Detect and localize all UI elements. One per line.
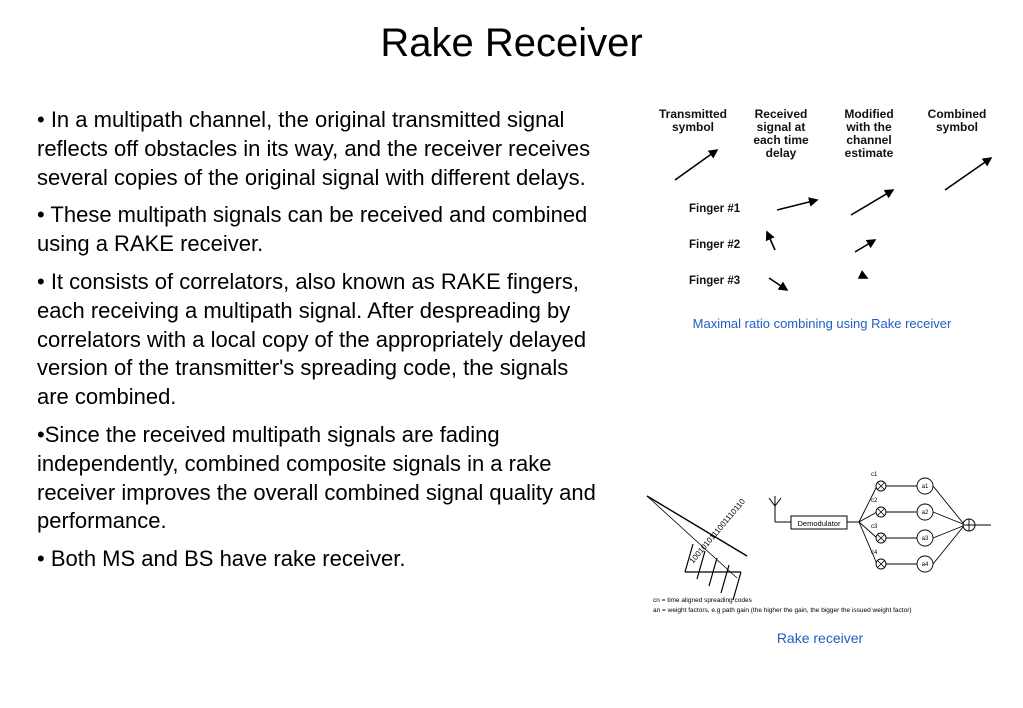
col-header-transmitted: symbol [672,120,714,134]
col-header-received: Received [755,107,808,121]
col-header-received: delay [766,146,797,160]
spreading-code-text: 1001010111001110110 [688,497,748,566]
multiplier-cross [877,534,885,542]
mrc-diagram: Transmitted symbol Received signal at ea… [645,100,1000,305]
comb-finger [732,571,742,601]
col-header-modified: estimate [845,146,894,160]
col-header-combined: symbol [936,120,978,134]
code-label: c4 [871,550,878,556]
branch-line [858,511,878,523]
branch-line [858,521,878,539]
bullet-item: • Both MS and BS have rake receiver. [37,546,406,572]
mrc-diagram-svg: Transmitted symbol Received signal at ea… [659,107,993,291]
sum-line [932,511,964,525]
finger-1-received-arrow [776,197,819,211]
bullet-item: • In a multipath channel, the original t… [37,107,591,190]
comb-finger [684,543,694,573]
finger-3-label: Finger #3 [689,275,740,287]
legend-spreading-codes: cn = time aligned spreading codes [653,597,753,604]
figure-1-caption: Maximal ratio combining using Rake recei… [692,316,952,331]
slide-title: Rake Receiver [380,21,643,65]
bullet-item: • It consists of correlators, also known… [37,268,587,410]
finger-2-modified-arrow [854,239,877,253]
weight-label: a3 [922,536,929,542]
finger-3-modified-arrow [857,270,869,279]
figure-2-caption: Rake receiver [776,630,864,646]
bullet-list: • In a multipath channel, the original t… [37,106,597,583]
antenna-icon [768,497,782,507]
combined-symbol-arrow [944,157,993,191]
sum-line [932,525,964,539]
finger-2-label: Finger #2 [689,239,740,251]
multiplier-cross [877,508,885,516]
weight-label: a2 [922,510,929,516]
demodulator-label: Demodulator [798,519,841,528]
col-header-received: each time [753,133,809,147]
branch-line [858,521,878,565]
rake-receiver-diagram-svg: 1001010111001110110 Demodulator [646,472,991,614]
finger-3-received-arrow [768,277,789,291]
weight-label: a4 [922,562,929,568]
sum-line [932,485,964,524]
multiplier-cross [877,560,885,568]
col-header-modified: channel [846,133,891,147]
weight-label: a1 [922,484,929,490]
col-header-received: signal at [757,120,806,134]
code-label: c3 [871,524,878,530]
branch-line [858,485,878,523]
finger-2-received-arrow [765,230,776,251]
multipath-ray [646,495,738,579]
sum-line [932,526,964,565]
code-label: c2 [871,498,878,504]
col-header-combined: Combined [928,107,987,121]
multipath-ray [646,495,748,557]
finger-1-modified-arrow [850,189,895,216]
rake-receiver-diagram: 1001010111001110110 Demodulator [645,468,995,618]
transmitted-symbol-arrow [674,149,719,181]
col-header-modified: Modified [844,107,893,121]
multiplier-cross [877,482,885,490]
bullet-item: •Since the received multipath signals ar… [37,421,596,534]
comb-finger [720,564,730,594]
code-label: c1 [871,472,878,478]
finger-1-label: Finger #1 [689,203,741,215]
legend-weight-factors: an = weight factors, e.g path gain (the … [653,607,912,614]
col-header-transmitted: Transmitted [659,107,727,121]
summer-plus [963,519,975,531]
comb-finger [696,550,706,580]
bullet-item: • These multipath signals can be receive… [37,202,588,257]
col-header-modified: with the [845,120,892,134]
